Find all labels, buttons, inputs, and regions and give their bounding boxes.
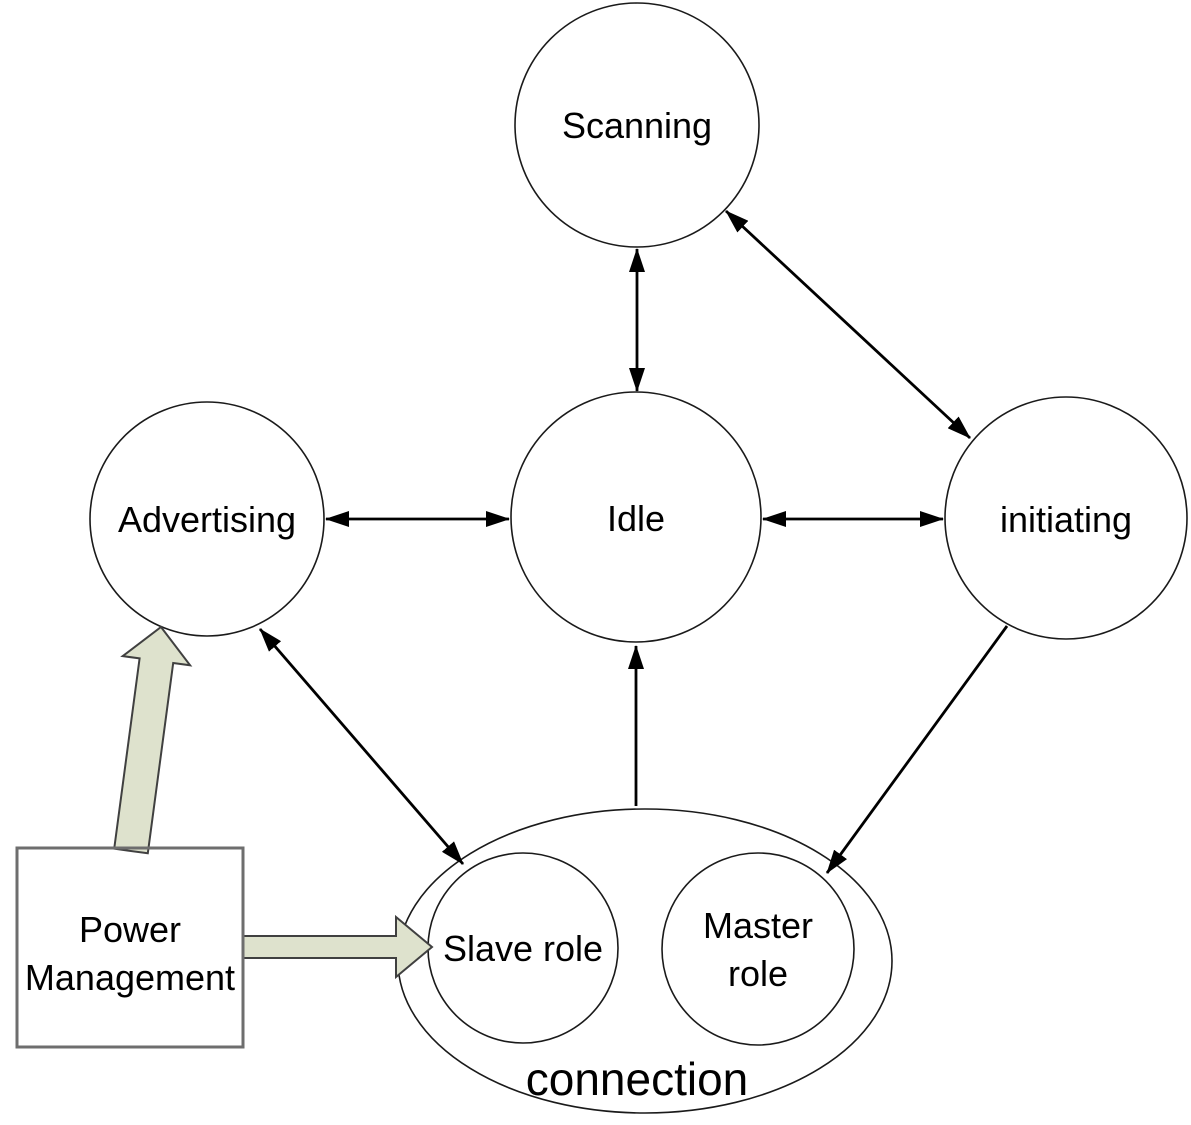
block-arrow-power-to-advertising	[113, 625, 193, 855]
advertising-state-circle	[89, 401, 325, 637]
edge-scanning-initiating	[725, 209, 971, 440]
edge-initiating-master-role	[825, 625, 1009, 874]
connection-label: connection	[526, 1053, 749, 1105]
edge-advertising-slave-role	[258, 628, 465, 865]
scanning-label: Scanning	[562, 105, 712, 146]
block-arrow-power-to-slave-role	[242, 914, 434, 980]
power-management-label-line2: Management	[25, 957, 235, 998]
initiating-label: initiating	[1000, 499, 1132, 540]
power-management-label-line1: Power	[79, 909, 181, 950]
master-role-circle	[661, 852, 855, 1046]
slave-role-label: Slave role	[443, 928, 603, 969]
advertising-label: Advertising	[118, 499, 296, 540]
master-role-label-line1: Master	[703, 905, 813, 946]
scanning-state-circle	[514, 2, 760, 248]
master-role-label-line2: role	[728, 953, 788, 994]
power-management-box-fill	[17, 848, 243, 1047]
initiating-state-circle	[944, 396, 1188, 640]
power-management-box	[15, 846, 245, 1049]
idle-label: Idle	[607, 498, 665, 539]
idle-state-circle	[510, 391, 762, 643]
